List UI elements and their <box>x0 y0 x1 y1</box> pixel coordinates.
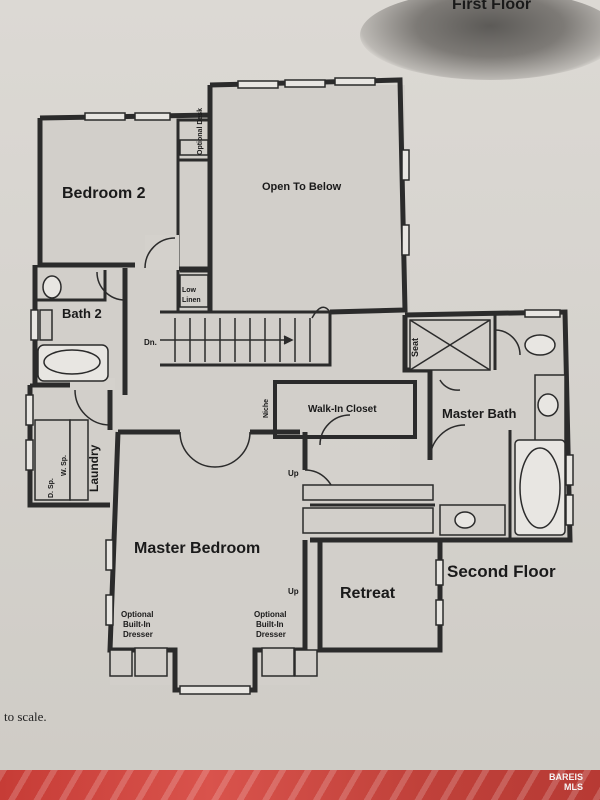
retreat-label: Retreat <box>340 585 396 602</box>
red-background-strip <box>0 770 600 800</box>
dresser-right-line1: Optional <box>254 610 286 619</box>
laundry-label: Laundry <box>87 444 101 492</box>
stairs-up-label-2: Up <box>288 587 299 596</box>
dresser-left-line3: Dresser <box>123 630 153 639</box>
room-labels: Bedroom 2 Open To Below Optional Desk Lo… <box>48 108 516 639</box>
stairs-up-label-1: Up <box>288 469 299 478</box>
watermark-line1: BAREIS <box>549 772 584 782</box>
seat-label: Seat <box>410 338 420 357</box>
master-bedroom-label: Master Bedroom <box>134 540 260 557</box>
floor-plan: Bedroom 2 Open To Below Optional Desk Lo… <box>25 77 574 695</box>
dresser-left-line2: Built-In <box>123 620 151 629</box>
niche-label: Niche <box>263 399 270 418</box>
low-linen-label-2: Linen <box>182 297 201 304</box>
dryer-space-label: D. Sp. <box>48 478 55 498</box>
stairs <box>160 306 331 362</box>
master-bath-label: Master Bath <box>442 406 516 421</box>
low-linen-label-1: Low <box>182 287 197 294</box>
watermark-line2: MLS <box>564 782 584 792</box>
washer-space-label: W. Sp. <box>61 455 68 476</box>
stairs-down-label: Dn. <box>144 338 157 347</box>
first-floor-photo-fragment <box>360 0 600 80</box>
scale-footnote: to scale. <box>4 709 47 724</box>
dresser-left-line1: Optional <box>121 610 153 619</box>
first-floor-heading: First Floor <box>452 0 532 13</box>
windows <box>25 77 574 695</box>
fixtures <box>34 139 566 677</box>
dresser-right-line3: Dresser <box>256 630 286 639</box>
bath2-label: Bath 2 <box>62 306 102 321</box>
bedroom2-label: Bedroom 2 <box>62 185 146 202</box>
walk-in-closet-label: Walk-In Closet <box>308 404 377 415</box>
mls-watermark: BAREIS MLS <box>549 772 583 792</box>
dresser-right-line2: Built-In <box>256 620 284 629</box>
open-to-below-label: Open To Below <box>262 181 342 193</box>
optional-desk-label: Optional Desk <box>197 108 204 155</box>
second-floor-heading: Second Floor <box>447 562 556 581</box>
